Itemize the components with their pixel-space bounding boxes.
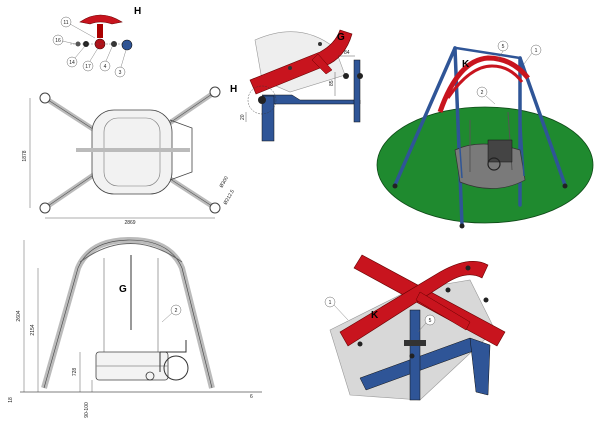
label-h-detail: H bbox=[230, 84, 237, 95]
callout-16: 16 bbox=[55, 38, 61, 44]
label-h-top: H bbox=[134, 6, 141, 17]
dim-g-84: 84 bbox=[344, 50, 350, 56]
callout-3: 3 bbox=[119, 70, 122, 76]
detail-g-view bbox=[245, 29, 363, 142]
red-cross-rail bbox=[339, 260, 489, 347]
dim-elev-90-100: 90-100 bbox=[84, 402, 90, 418]
label-g-detail: G bbox=[337, 32, 345, 43]
cap-stem bbox=[97, 24, 103, 38]
dim-elev-2154: 2154 bbox=[30, 324, 36, 335]
callout-14: 14 bbox=[69, 60, 75, 66]
callout-5-detail: 5 bbox=[429, 318, 432, 324]
callout-17: 17 bbox=[85, 64, 91, 70]
callout-4: 4 bbox=[104, 64, 107, 70]
callout-5-iso: 5 bbox=[502, 44, 505, 50]
blue-bearing-part bbox=[121, 39, 133, 51]
label-g-elevation: G bbox=[119, 284, 127, 295]
detail-k-view bbox=[324, 254, 506, 401]
dim-elev-6: 6 bbox=[250, 394, 253, 400]
front-elevation-view bbox=[20, 236, 262, 393]
dim-plan-depth: 1878 bbox=[22, 150, 28, 161]
callout-2-elevation: 2 bbox=[175, 308, 178, 314]
dim-plan-diameter-1: Ø300 bbox=[219, 175, 230, 189]
callout-11: 11 bbox=[63, 20, 68, 26]
dim-elev-728: 728 bbox=[72, 368, 78, 377]
exploded-hardware-view: 11 16 14 17 4 3 H bbox=[52, 6, 141, 78]
dim-plan-width: 2869 bbox=[124, 220, 135, 226]
elevation-callout-2 bbox=[161, 304, 182, 323]
plan-view bbox=[29, 86, 221, 219]
dim-elev-18: 18 bbox=[8, 397, 14, 403]
callout-2-iso: 2 bbox=[481, 90, 484, 96]
dim-g-85: 85 bbox=[329, 80, 335, 86]
callout-1-iso: 1 bbox=[535, 48, 538, 54]
dim-elev-2604: 2604 bbox=[16, 310, 22, 321]
isometric-swing-view bbox=[376, 40, 594, 229]
red-swing-arch bbox=[437, 55, 530, 113]
label-k-detail: K bbox=[371, 310, 379, 321]
dim-plan-diameter-2: Ø212.5 bbox=[223, 189, 237, 206]
dim-g-20: 20 bbox=[240, 114, 246, 120]
callout-1-detail: 1 bbox=[329, 300, 332, 306]
red-top-rail bbox=[249, 29, 353, 95]
red-cap-part bbox=[79, 14, 123, 25]
blue-post bbox=[261, 95, 275, 142]
label-k-iso: K bbox=[462, 59, 470, 70]
blue-bracket bbox=[261, 94, 361, 105]
